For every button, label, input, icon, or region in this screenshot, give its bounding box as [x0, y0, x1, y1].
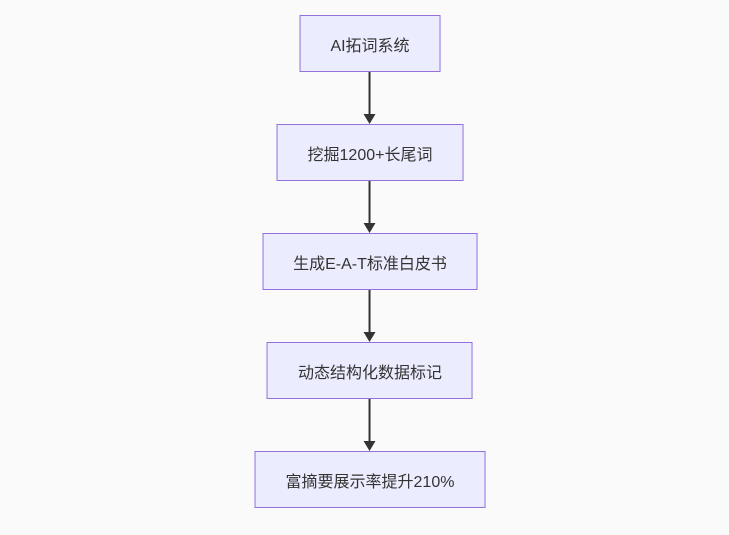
- arrow-line: [369, 72, 371, 115]
- arrow-line: [369, 290, 371, 333]
- flow-arrow-3: [364, 290, 376, 342]
- flow-node-eat-whitepaper: 生成E-A-T标准白皮书: [262, 233, 478, 290]
- arrow-line: [369, 181, 371, 224]
- arrowhead-down-icon: [364, 114, 376, 124]
- arrowhead-down-icon: [364, 223, 376, 233]
- flowchart: AI拓词系统 挖掘1200+长尾词 生成E-A-T标准白皮书 动态结构化数据标记…: [254, 15, 486, 508]
- flow-node-structured-data-markup: 动态结构化数据标记: [266, 342, 473, 399]
- flow-arrow-1: [364, 72, 376, 124]
- arrowhead-down-icon: [364, 332, 376, 342]
- arrowhead-down-icon: [364, 441, 376, 451]
- flow-node-rich-snippet-rate: 富摘要展示率提升210%: [254, 451, 486, 508]
- flow-arrow-2: [364, 181, 376, 233]
- flow-node-ai-keyword-system: AI拓词系统: [299, 15, 441, 72]
- flow-node-longtail-mining: 挖掘1200+长尾词: [276, 124, 464, 181]
- flow-arrow-4: [364, 399, 376, 451]
- arrow-line: [369, 399, 371, 442]
